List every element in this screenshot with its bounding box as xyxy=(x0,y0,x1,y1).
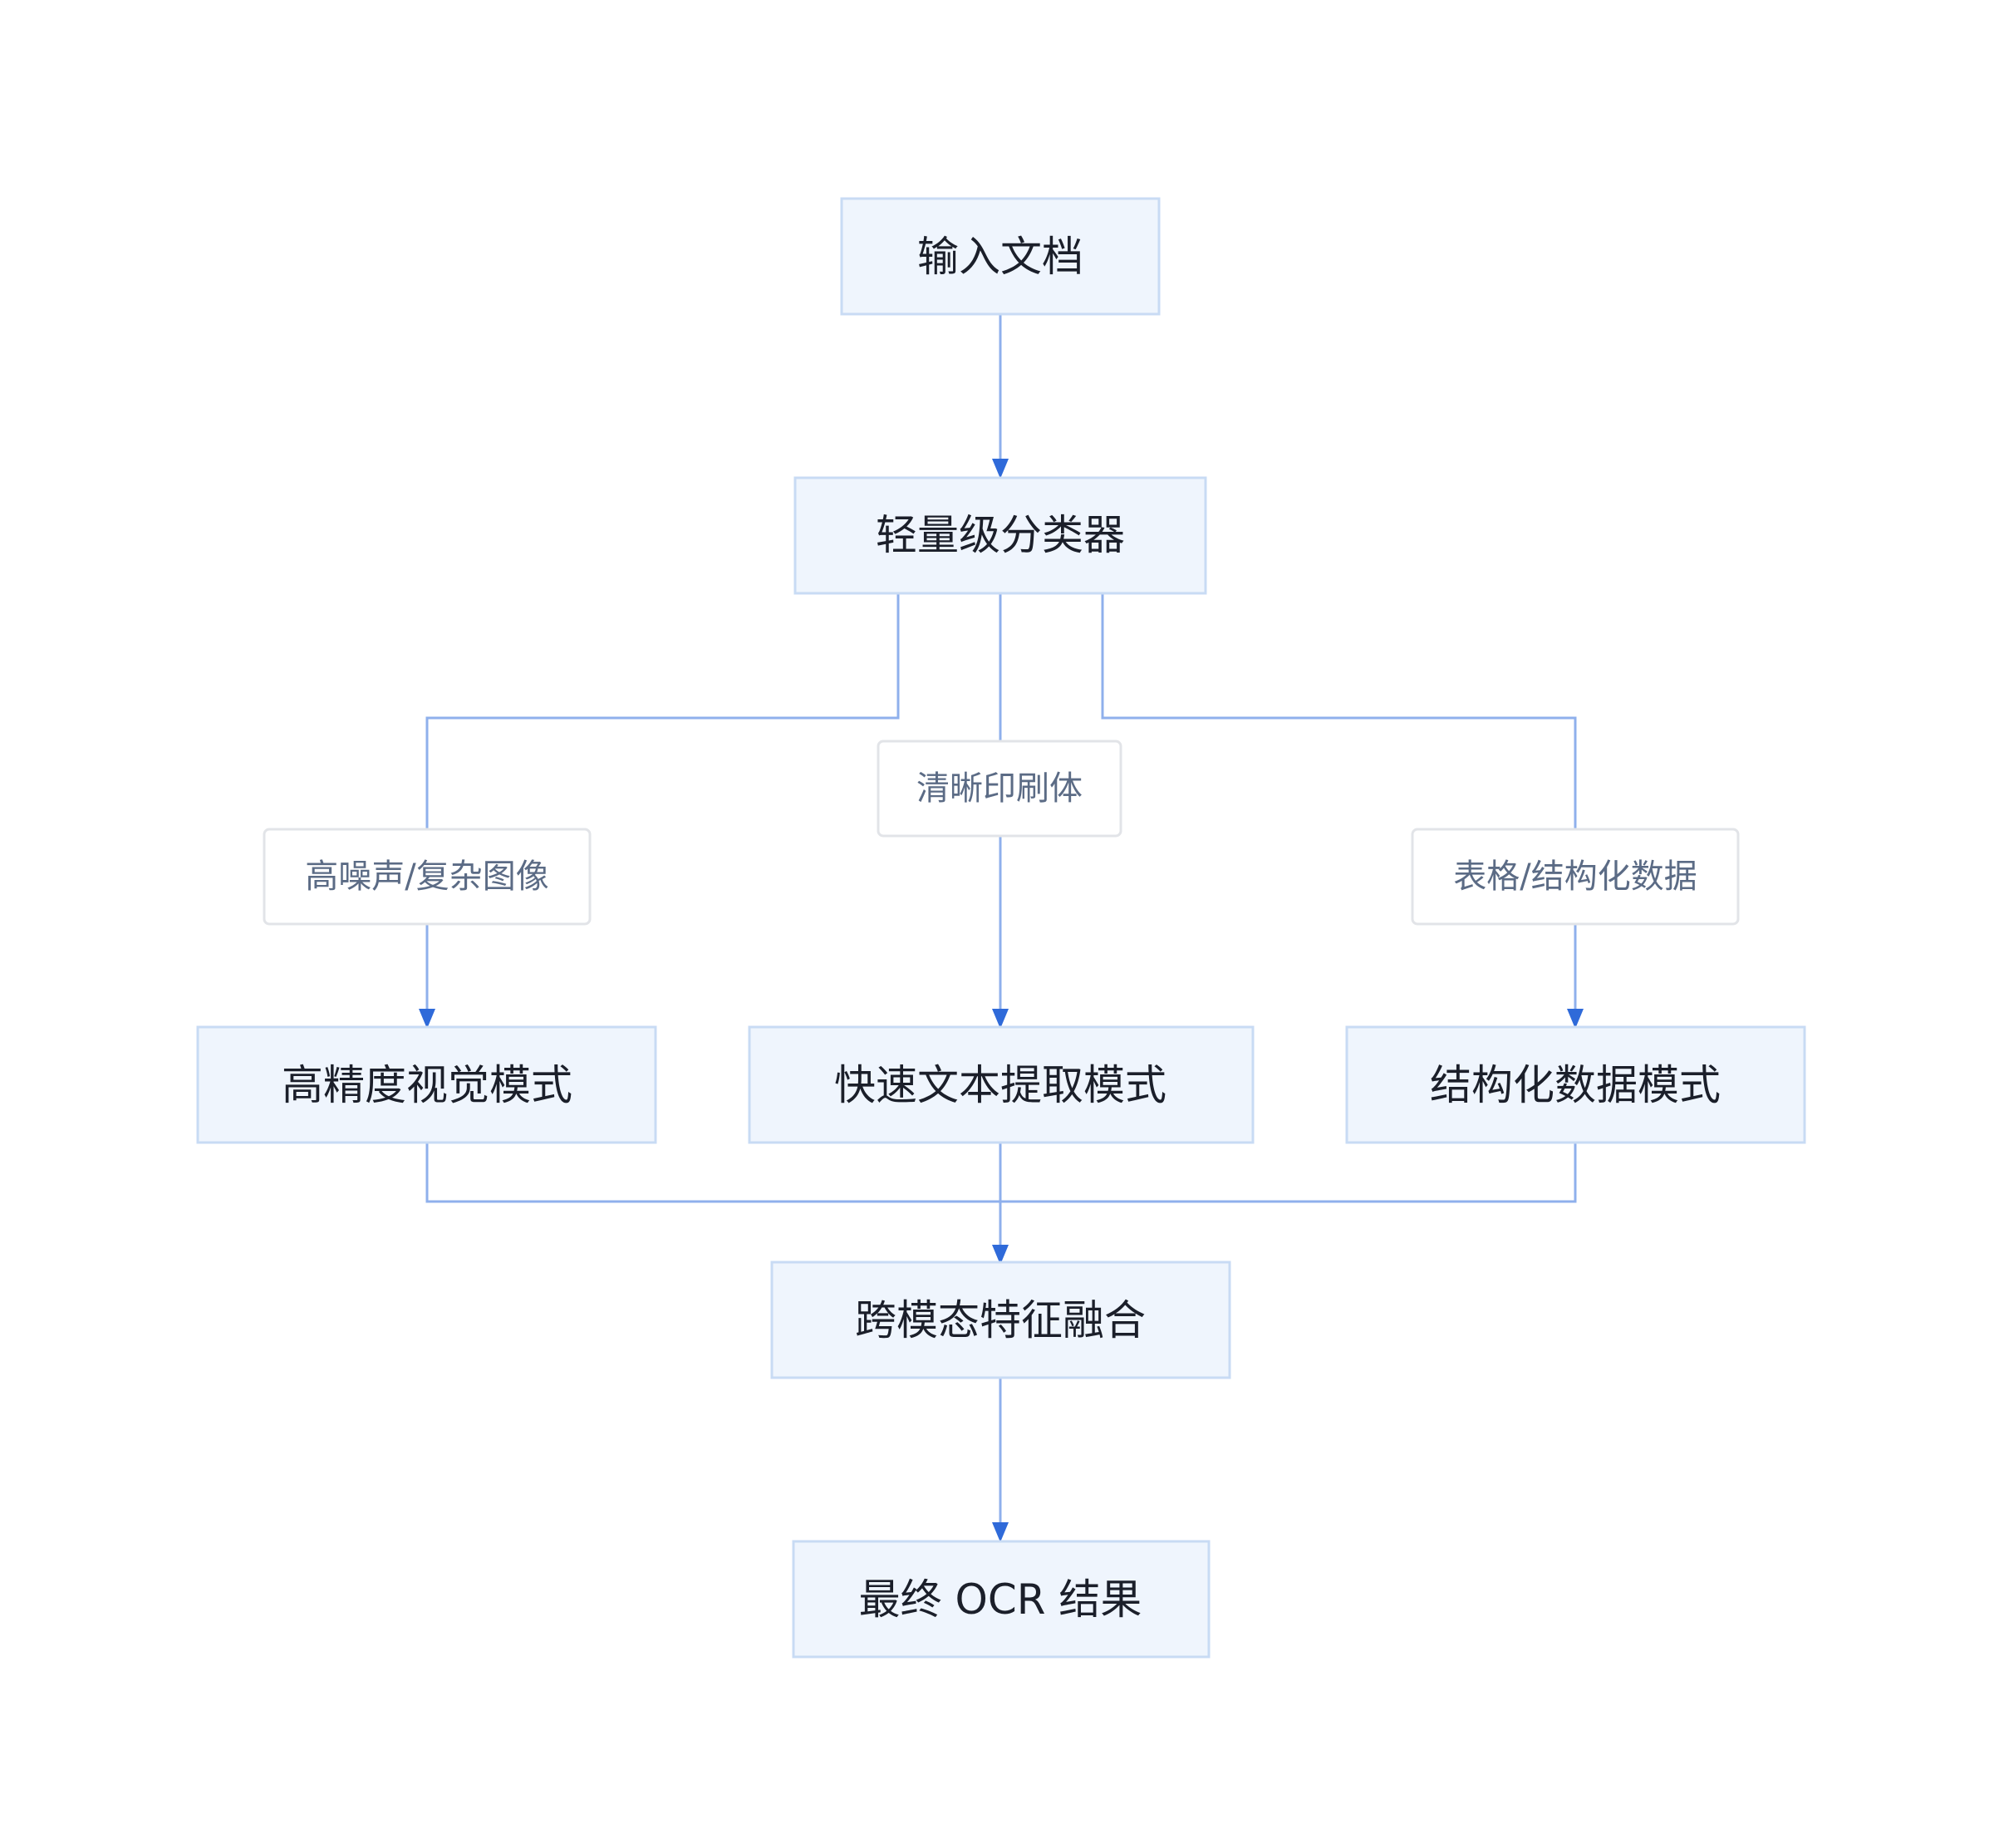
node-structured-mode: 结构化数据模式 xyxy=(1345,1025,1806,1144)
edge-label-clear-print: 清晰印刷体 xyxy=(877,740,1122,838)
edge-label-clear-print-text: 清晰印刷体 xyxy=(916,769,1083,808)
node-fast-text-mode-label: 快速文本提取模式 xyxy=(834,1061,1166,1109)
arrow-head-fusion xyxy=(992,1245,1009,1265)
arrow-head-structured xyxy=(1567,1009,1584,1029)
node-classifier: 轻量级分类器 xyxy=(793,476,1207,595)
arrow-head-fast-text xyxy=(992,1009,1009,1029)
arrow-head-visual xyxy=(419,1009,435,1029)
node-ocr-result: 最终 OCR 结果 xyxy=(792,1540,1211,1659)
edge-modes-to-fusion xyxy=(425,1142,1577,1248)
edge-label-noisy: 高噪声/复杂图像 xyxy=(263,828,592,926)
arrow-head-result xyxy=(992,1522,1009,1542)
node-fusion-label: 跨模态特征融合 xyxy=(855,1296,1146,1344)
edge-label-table: 表格/结构化数据 xyxy=(1411,828,1740,926)
node-input-document-label: 输入文档 xyxy=(917,233,1083,281)
node-classifier-label: 轻量级分类器 xyxy=(876,511,1125,559)
node-structured-mode-label: 结构化数据模式 xyxy=(1430,1061,1721,1109)
arrow-head-classifier xyxy=(992,459,1009,479)
node-visual-mode: 高精度视觉模式 xyxy=(196,1025,657,1144)
edge-classifier-to-visual xyxy=(425,593,900,1012)
edge-label-table-text: 表格/结构化数据 xyxy=(1453,858,1697,896)
edge-classifier-to-structured xyxy=(1101,593,1577,1012)
node-fast-text-mode: 快速文本提取模式 xyxy=(748,1025,1255,1144)
node-input-document: 输入文档 xyxy=(840,197,1161,316)
node-ocr-result-label: 最终 OCR 结果 xyxy=(859,1575,1142,1624)
node-visual-mode-label: 高精度视觉模式 xyxy=(282,1061,572,1109)
edge-label-noisy-text: 高噪声/复杂图像 xyxy=(305,858,548,896)
node-fusion: 跨模态特征融合 xyxy=(770,1261,1231,1379)
